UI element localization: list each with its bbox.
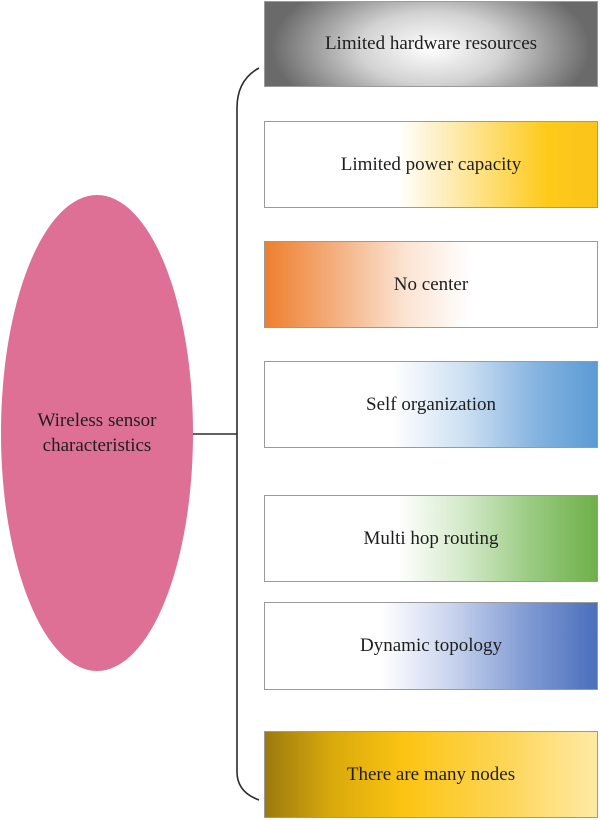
characteristic-label: Multi hop routing xyxy=(363,527,499,549)
characteristic-box-self-organization: Self organization xyxy=(264,361,598,448)
characteristic-label: Self organization xyxy=(366,393,496,415)
characteristic-label: No center xyxy=(393,273,469,295)
characteristic-box-hardware: Limited hardware resources xyxy=(264,1,598,87)
characteristic-box-multi-hop: Multi hop routing xyxy=(264,495,598,582)
center-ellipse: Wireless sensor characteristics xyxy=(1,195,193,671)
characteristic-label: Limited hardware resources xyxy=(324,33,538,54)
characteristic-box-no-center: No center xyxy=(264,241,598,328)
characteristic-box-many-nodes: There are many nodes xyxy=(264,731,598,818)
brace-line xyxy=(193,67,260,801)
center-label: Wireless sensor characteristics xyxy=(37,410,157,456)
characteristic-label: Limited power capacity xyxy=(340,153,522,175)
characteristic-box-power: Limited power capacity xyxy=(264,121,598,208)
characteristic-box-dynamic-topology: Dynamic topology xyxy=(264,602,598,690)
characteristic-label: Dynamic topology xyxy=(360,635,502,656)
characteristic-label: There are many nodes xyxy=(346,763,516,785)
